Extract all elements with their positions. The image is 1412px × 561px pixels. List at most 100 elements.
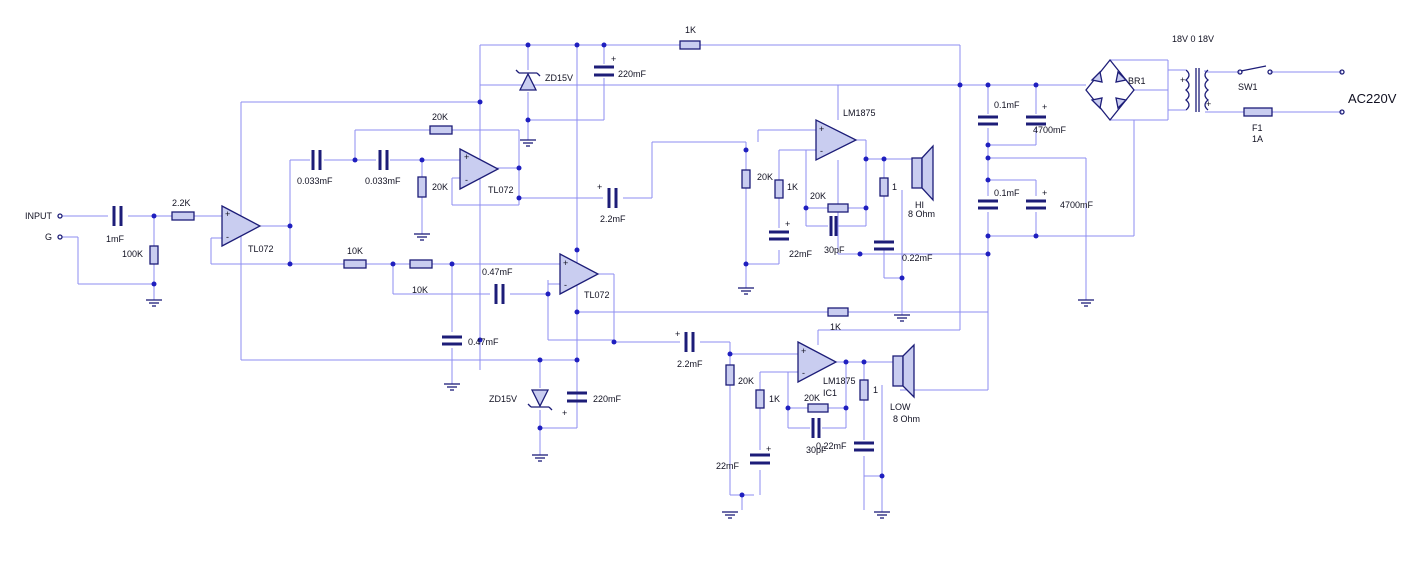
capacitor-22mf-low: + 22mF	[716, 444, 771, 471]
svg-text:+: +	[464, 152, 469, 162]
opamp-u3: + - TL072	[559, 252, 610, 300]
svg-text:+: +	[766, 444, 771, 454]
resistor-20k-shunt: 20K	[417, 176, 448, 198]
resistor-20k-feedback: 20K	[429, 112, 453, 135]
transformer: + + 18V 0 18V	[1168, 34, 1214, 112]
zener-diode-bottom: ZD15V	[489, 389, 553, 411]
capacitor-0-22mf-low: 0.22mF	[816, 441, 874, 452]
fuse: F1 1A	[1243, 107, 1273, 144]
capacitor-30pf-hi: 30pF	[824, 216, 845, 255]
capacitor-220mf-bottom: + 220mF	[562, 391, 622, 418]
svg-text:20K: 20K	[757, 172, 773, 182]
svg-text:+: +	[1042, 188, 1047, 198]
capacitor-1mf: 1mF	[106, 206, 125, 244]
svg-text:0.033mF: 0.033mF	[365, 176, 401, 186]
svg-text:+: +	[785, 219, 790, 229]
svg-text:LM1875: LM1875	[823, 376, 856, 386]
resistor-10k-a: 10K	[343, 246, 367, 269]
svg-text:20K: 20K	[804, 393, 820, 403]
input-terminal: INPUT	[25, 211, 63, 221]
resistor-20k-low-feedback: 20K	[804, 393, 829, 413]
capacitor-2-2mf-hi: + 2.2mF	[597, 182, 626, 224]
resistor-1k-top: 1K	[679, 25, 701, 50]
svg-text:+: +	[563, 258, 568, 268]
capacitor-0-47mf-b: 0.47mF	[442, 335, 499, 347]
capacitor-22mf-hi: + 22mF	[769, 219, 813, 259]
svg-text:+: +	[1206, 99, 1211, 109]
capacitor-0-033mf-a: 0.033mF	[297, 150, 333, 186]
resistor-1k-low: 1K	[755, 389, 780, 409]
svg-text:-: -	[465, 175, 468, 185]
svg-text:ZD15V: ZD15V	[545, 73, 573, 83]
capacitor-4700mf-b: + 4700mF	[1026, 188, 1094, 210]
ground-symbol	[520, 139, 536, 147]
svg-text:1K: 1K	[685, 25, 696, 35]
svg-text:18V 0 18V: 18V 0 18V	[1172, 34, 1214, 44]
svg-text:20K: 20K	[432, 182, 448, 192]
resistor-1k-mid: 1K	[827, 307, 849, 332]
svg-text:-: -	[564, 280, 567, 290]
capacitor-0-033mf-b: 0.033mF	[365, 150, 401, 186]
capacitor-220mf-top: + 220mF	[594, 54, 647, 79]
svg-text:30pF: 30pF	[824, 245, 845, 255]
svg-text:1mF: 1mF	[106, 234, 125, 244]
capacitor-4700mf-a: + 4700mF	[1026, 102, 1067, 135]
svg-text:-: -	[802, 368, 805, 378]
ground-symbol	[146, 299, 162, 307]
svg-text:0.1mF: 0.1mF	[994, 100, 1020, 110]
svg-text:22mF: 22mF	[716, 461, 740, 471]
ac-terminals: AC220V	[1339, 69, 1397, 115]
svg-text:100K: 100K	[122, 249, 143, 259]
capacitor-0-1mf-b: 0.1mF	[978, 188, 1020, 210]
capacitor-2-2mf-low: + 2.2mF	[675, 329, 703, 369]
zener-diode-top: ZD15V	[515, 69, 573, 91]
resistor-20k-hi: 20K	[741, 169, 773, 189]
resistor-1k-hi: 1K	[774, 179, 798, 199]
svg-text:1K: 1K	[830, 322, 841, 332]
ground-symbol	[722, 511, 738, 519]
svg-text:LOW: LOW	[890, 402, 911, 412]
svg-text:+: +	[611, 54, 616, 64]
svg-text:ZD15V: ZD15V	[489, 394, 517, 404]
svg-text:20K: 20K	[810, 191, 826, 201]
opamp-u2: + - TL072	[459, 147, 514, 195]
svg-text:220mF: 220mF	[618, 69, 647, 79]
svg-text:+: +	[225, 209, 230, 219]
svg-text:0.033mF: 0.033mF	[297, 176, 333, 186]
svg-text:20K: 20K	[738, 376, 754, 386]
svg-text:8 Ohm: 8 Ohm	[893, 414, 920, 424]
svg-text:+: +	[801, 346, 806, 356]
svg-text:SW1: SW1	[1238, 82, 1258, 92]
svg-text:2.2mF: 2.2mF	[600, 214, 626, 224]
capacitor-0-22mf-hi: 0.22mF	[874, 240, 933, 263]
capacitor-30pf-low: 30pF	[806, 418, 827, 455]
svg-text:0.22mF: 0.22mF	[816, 441, 847, 451]
opamp-u1: + - TL072	[221, 204, 274, 254]
resistor-20k-low: 20K	[725, 364, 754, 386]
svg-text:LM1875: LM1875	[843, 108, 876, 118]
svg-text:0.47mF: 0.47mF	[482, 267, 513, 277]
resistor-1-ohm-low: 1	[859, 379, 878, 401]
svg-text:+: +	[675, 329, 680, 339]
svg-text:2.2K: 2.2K	[172, 198, 191, 208]
ground-terminal: G	[45, 232, 63, 242]
ground-symbol	[894, 314, 910, 322]
power-amp-hi: + - LM1875	[815, 108, 876, 162]
power-amp-low: + - LM1875 IC1	[797, 340, 856, 398]
svg-text:0.47mF: 0.47mF	[468, 337, 499, 347]
resistor-20k-hi-feedback: 20K	[810, 191, 849, 213]
svg-text:F1: F1	[1252, 123, 1263, 133]
ground-symbol	[1078, 299, 1094, 307]
resistor-10k-b: 10K	[409, 259, 433, 295]
svg-text:+: +	[1042, 102, 1047, 112]
junctions	[151, 42, 1039, 498]
ground-symbol	[874, 511, 890, 519]
svg-text:+: +	[597, 182, 602, 192]
capacitor-0-47mf-a: 0.47mF	[482, 267, 513, 304]
svg-text:1: 1	[873, 385, 878, 395]
svg-text:TL072: TL072	[488, 185, 514, 195]
svg-text:0.22mF: 0.22mF	[902, 253, 933, 263]
svg-text:22mF: 22mF	[789, 249, 813, 259]
ground-symbol	[444, 383, 460, 391]
